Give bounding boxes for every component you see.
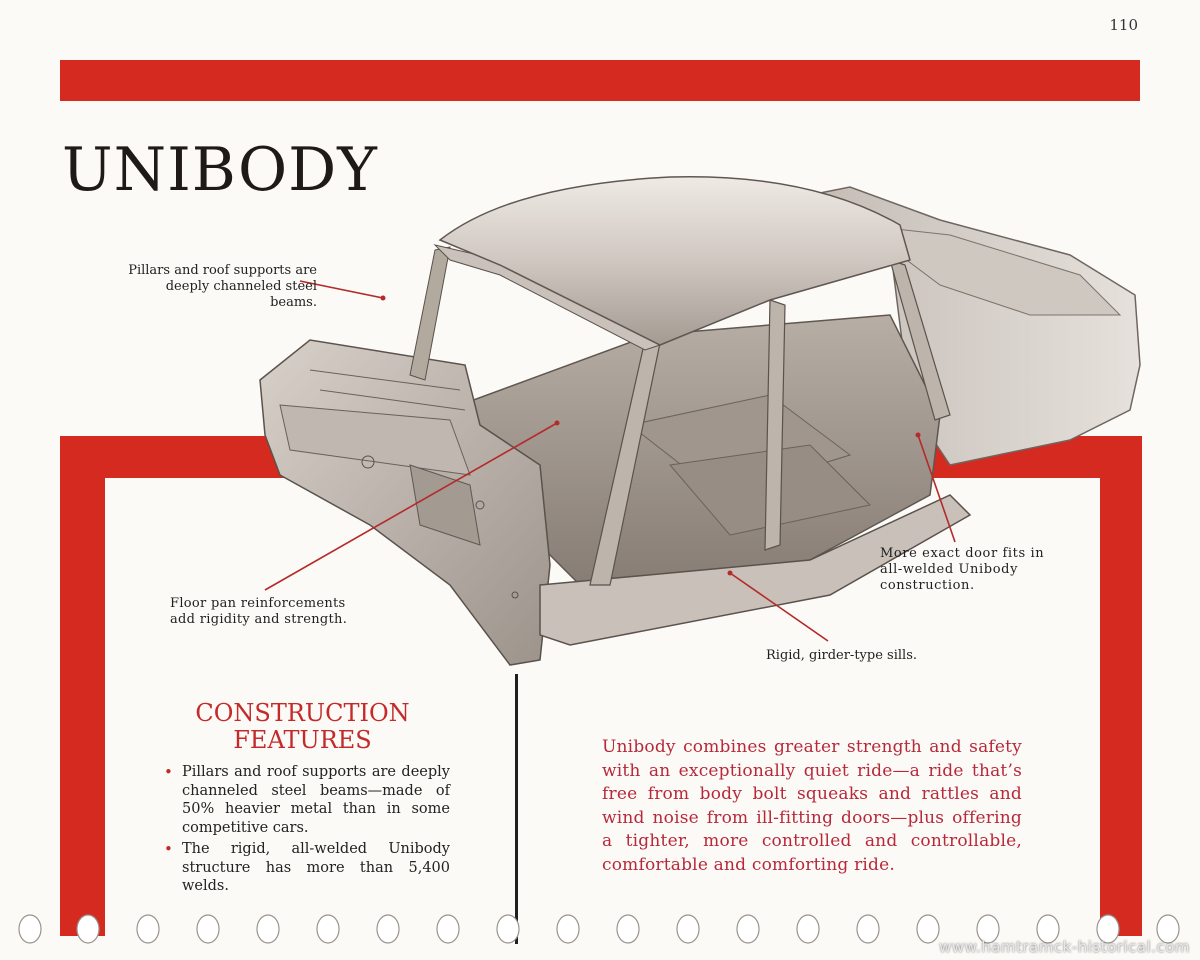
callout-door-line-3: construction. <box>880 578 975 593</box>
construction-features-heading: CONSTRUCTION FEATURES <box>160 700 445 754</box>
features-heading-line-2: FEATURES <box>233 726 372 754</box>
callout-pillars: Pillars and roof supports are deeply cha… <box>117 263 317 311</box>
features-list: • Pillars and roof supports are deeply c… <box>160 763 450 899</box>
callout-sills: Rigid, girder-type sills. <box>766 648 917 663</box>
top-red-band <box>60 60 1140 101</box>
feature-text: The rigid, all-welded Unibody structure … <box>182 841 450 894</box>
callout-door-fits: More exact door fits in all-welded Unibo… <box>880 546 1080 594</box>
column-divider <box>515 674 518 944</box>
features-heading-line-1: CONSTRUCTION <box>195 699 410 727</box>
callout-door-line-1: More exact door fits in <box>880 546 1045 561</box>
body-copy: Unibody combines greater strength and sa… <box>602 737 1022 875</box>
watermark: www.hamtramck-historical.com <box>939 938 1190 956</box>
callout-floor-line-1: Floor pan reinforcements <box>170 596 346 611</box>
bullet-icon: • <box>164 763 173 781</box>
callout-floor-pan: Floor pan reinforcements add rigidity an… <box>170 596 370 628</box>
bullet-icon: • <box>164 840 173 858</box>
callout-pillars-line-2: deeply channeled steel beams. <box>165 279 317 310</box>
callout-door-line-2: all-welded Unibody <box>880 562 1019 577</box>
page-number: 110 <box>1109 16 1138 34</box>
callout-pillars-line-1: Pillars and roof supports are <box>128 263 317 278</box>
binder-holes <box>18 914 1180 944</box>
list-item: • The rigid, all-welded Unibody structur… <box>160 840 450 896</box>
unibody-car-illustration <box>259 175 1141 666</box>
callout-floor-line-2: add rigidity and strength. <box>170 612 348 627</box>
page-title: UNIBODY <box>62 135 378 205</box>
feature-text: Pillars and roof supports are deeply cha… <box>182 764 450 836</box>
list-item: • Pillars and roof supports are deeply c… <box>160 763 450 837</box>
